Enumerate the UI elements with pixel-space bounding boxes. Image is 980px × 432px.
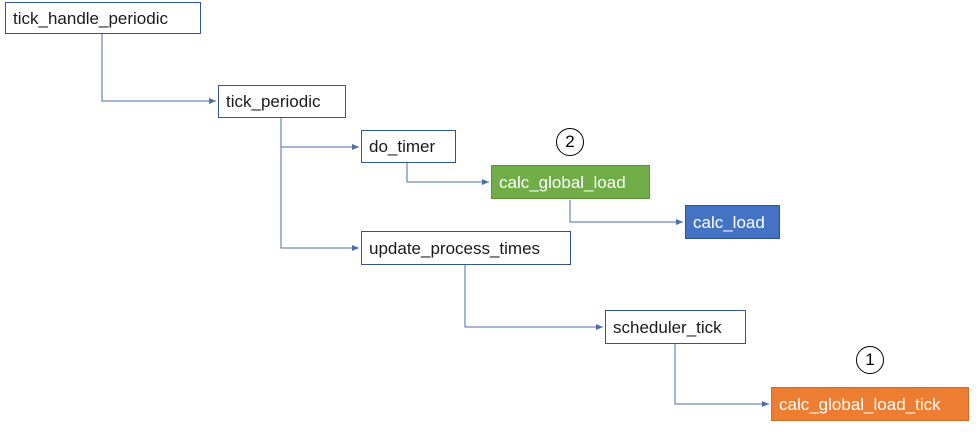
node-tick-periodic: tick_periodic [218,85,346,118]
edge-update-process-times-to-scheduler-tick [464,265,603,330]
node-calc-load: calc_load [685,205,780,239]
node-tick-handle-periodic: tick_handle_periodic [5,2,201,34]
edge-do-timer-to-calc-global-load [406,163,489,185]
node-calc-global-load-tick: calc_global_load_tick [771,387,969,421]
node-scheduler-tick: scheduler_tick [605,310,746,344]
edge-calc-global-load-to-calc-load [569,200,683,225]
edge-scheduler-tick-to-calc-global-load-tick [674,344,769,407]
node-calc-global-load: calc_global_load [491,165,650,199]
node-do-timer: do_timer [361,130,456,163]
edge-tick-periodic-to-do-timer [280,118,359,150]
edge-tick-handle-periodic-to-tick-periodic [101,33,216,104]
marker-circle-1: 1 [856,346,884,374]
node-update-process-times: update_process_times [361,231,571,265]
marker-circle-2: 2 [556,128,584,156]
edge-tick-periodic-to-update-process-times [280,147,359,251]
